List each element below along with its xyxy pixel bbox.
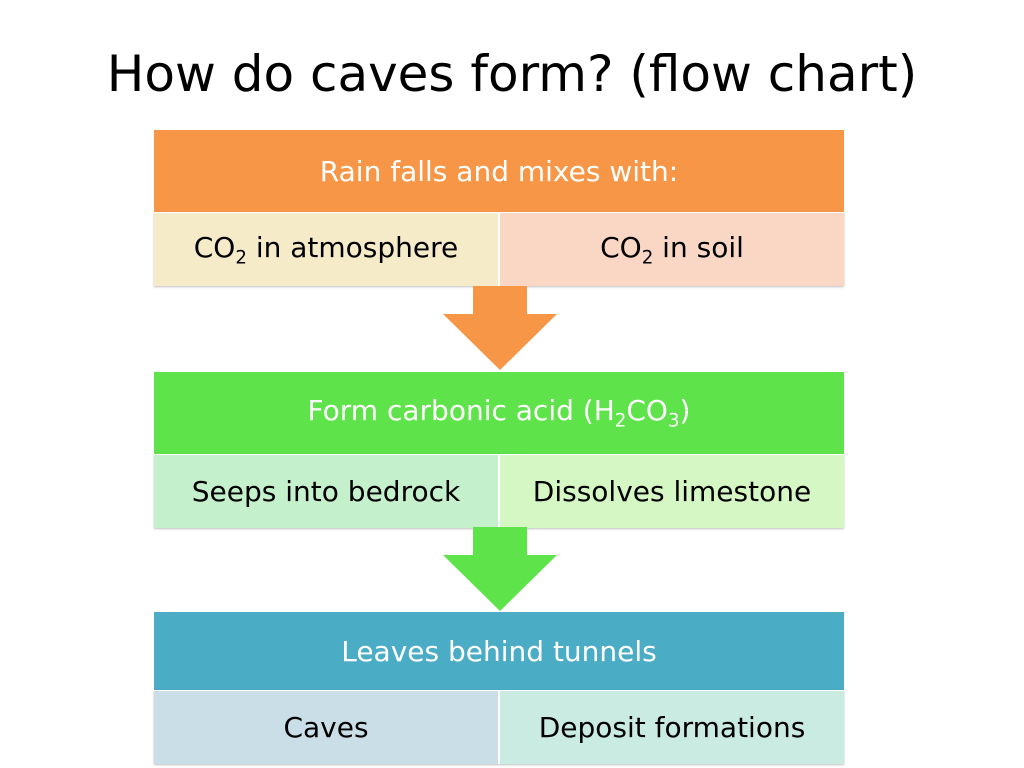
down-arrow-orange — [443, 286, 557, 370]
step-acid-block: Form carbonic acid (H2CO3) Seeps into be… — [154, 372, 844, 528]
acid-header-sub2: 3 — [667, 410, 680, 432]
dissolves-limestone-cell: Dissolves limestone — [498, 454, 844, 528]
co2-atmosphere-sub: 2 — [235, 247, 247, 269]
step-acid-row: Seeps into bedrock Dissolves limestone — [154, 454, 844, 528]
dissolves-limestone-text: Dissolves limestone — [532, 475, 812, 508]
caves-cell: Caves — [154, 690, 498, 764]
co2-atmosphere-text: CO2 in atmosphere — [194, 231, 459, 269]
acid-header-sub1: 2 — [614, 410, 627, 432]
step-rain-header-text: Rain falls and mixes with: — [319, 154, 679, 188]
step-acid-header-text: Form carbonic acid (H2CO3) — [308, 394, 691, 432]
co2-soil-suffix: in soil — [653, 230, 744, 264]
step-rain-row: CO2 in atmosphere CO2 in soil — [154, 212, 844, 286]
seeps-bedrock-cell: Seeps into bedrock — [154, 454, 498, 528]
co2-soil-sub: 2 — [641, 247, 654, 269]
down-arrow-green — [443, 527, 557, 611]
co2-atmosphere-cell: CO2 in atmosphere — [154, 212, 498, 286]
co2-atmosphere-prefix: CO — [193, 230, 236, 264]
acid-header-suffix: ) — [679, 394, 691, 428]
deposit-formations-cell: Deposit formations — [498, 690, 844, 764]
step-tunnels-header-text: Leaves behind tunnels — [341, 634, 657, 668]
co2-soil-prefix: CO — [600, 230, 642, 264]
step-rain-block: Rain falls and mixes with: CO2 in atmosp… — [154, 130, 844, 286]
page-title: How do caves form? (flow chart) — [106, 45, 918, 103]
caves-text: Caves — [283, 711, 369, 744]
step-tunnels-header: Leaves behind tunnels — [154, 612, 844, 690]
co2-soil-cell: CO2 in soil — [498, 212, 844, 286]
co2-atmosphere-suffix: in atmosphere — [246, 230, 459, 264]
seeps-bedrock-text: Seeps into bedrock — [191, 475, 461, 508]
step-tunnels-row: Caves Deposit formations — [154, 690, 844, 764]
deposit-formations-text: Deposit formations — [538, 711, 806, 744]
co2-soil-text: CO2 in soil — [600, 231, 744, 269]
step-rain-header: Rain falls and mixes with: — [154, 130, 844, 212]
step-acid-header: Form carbonic acid (H2CO3) — [154, 372, 844, 454]
acid-header-mid: CO — [626, 394, 668, 428]
acid-header-prefix: Form carbonic acid (H — [307, 394, 615, 428]
step-tunnels-block: Leaves behind tunnels Caves Deposit form… — [154, 612, 844, 764]
